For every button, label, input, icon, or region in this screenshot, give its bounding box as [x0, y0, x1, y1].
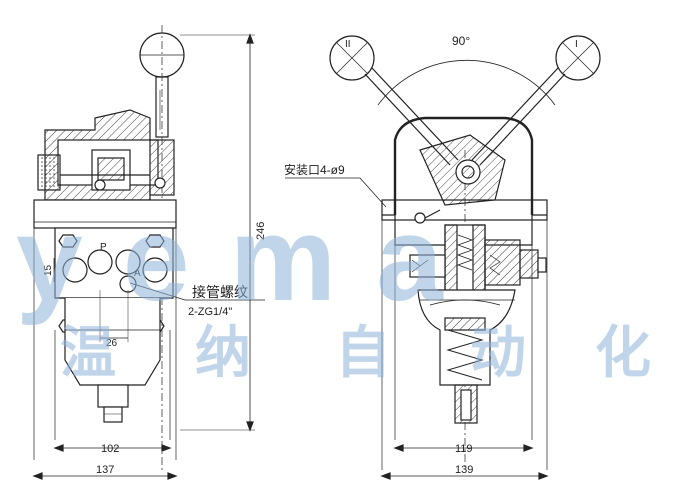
thread-spec: 2-ZG1/4": [188, 306, 232, 318]
top-housing: [37, 109, 175, 201]
angle-arc: [377, 59, 556, 106]
mount-label: 安装口4-ø9: [284, 162, 345, 177]
dim-137: 137: [96, 464, 114, 476]
watermark-char: 化: [595, 321, 651, 386]
left-view: [32, 25, 265, 480]
thread-label: 接管螺纹: [192, 284, 248, 300]
dim-15: 15: [43, 264, 54, 276]
right-view: [285, 35, 601, 480]
watermark-char: 自: [335, 321, 391, 386]
valve-body: [54, 227, 174, 299]
watermark-char: 纳: [195, 321, 251, 386]
watermark-brand: yema: [16, 192, 483, 326]
dim-102: 102: [101, 443, 119, 455]
position-i-label: I: [575, 39, 578, 50]
dim-246: 246: [255, 222, 267, 240]
watermark-char: 温: [60, 321, 116, 386]
handle-ball-icon: [139, 32, 185, 78]
dim-139: 139: [455, 464, 473, 476]
dim-119: 119: [455, 443, 473, 455]
handle-shaft: [155, 76, 169, 138]
watermark: yema 温 纳 自 动 化: [16, 192, 651, 386]
bottom-nut: [97, 384, 129, 408]
position-ii-label: II: [345, 39, 351, 50]
port-a-label: A: [134, 268, 141, 279]
dim-26: 26: [106, 338, 118, 349]
spring-icon: [446, 329, 484, 381]
handle-position-i-icon: [471, 35, 601, 166]
lower-valve-body: [417, 289, 516, 386]
watermark-char: 动: [470, 321, 526, 386]
port-p-label: P: [100, 242, 107, 253]
cover-housing: [393, 116, 534, 215]
angle-label: 90°: [452, 34, 470, 48]
